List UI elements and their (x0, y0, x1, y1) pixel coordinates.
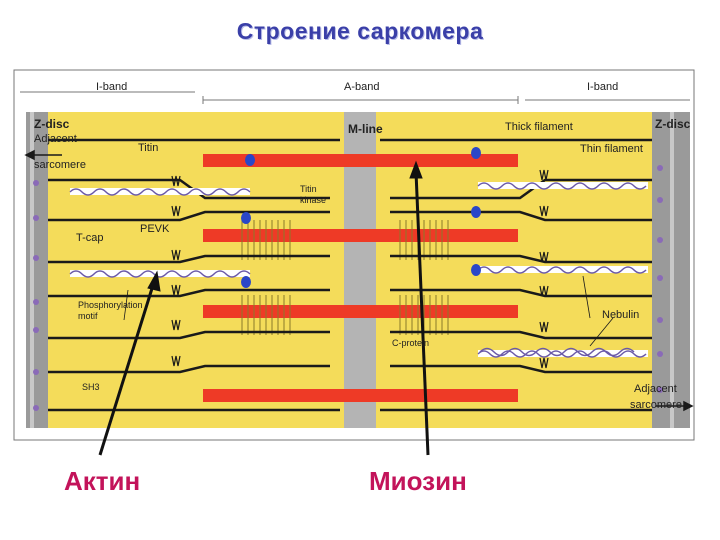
thick-filament-4 (203, 389, 518, 402)
page-title: Строение саркомера (236, 18, 484, 44)
z-disc-right-label: Z-disc (655, 117, 691, 131)
phospho-line2: motif (78, 311, 98, 321)
ig-domains (171, 169, 549, 369)
nebulin-line (479, 347, 635, 357)
m-line-label: M-line (348, 122, 383, 136)
caption-arrows (98, 160, 430, 456)
myosin-arrow (414, 171, 430, 456)
thick-filament-3 (203, 305, 518, 318)
titin-kinase-line2: kinase (300, 195, 327, 205)
i-band-left-label: I-band (96, 81, 128, 93)
pointer-lines (123, 275, 614, 347)
z-disc-attachments (33, 165, 663, 411)
thick-filament-2 (203, 229, 518, 242)
thin-filament-label: Thin filament (580, 143, 643, 155)
myosin-caption: Миозин (369, 466, 467, 496)
adjacent-left-line2: sarcomere (34, 159, 86, 171)
thick-filaments (203, 154, 518, 402)
thick-filament-label: Thick filament (505, 121, 573, 133)
c-protein-label: C-protein (392, 338, 430, 348)
a-band-label: A-band (344, 81, 380, 93)
pevk-label: PEVK (140, 223, 170, 235)
i-band-right-label: I-band (587, 81, 619, 93)
phospho-line1: Phosphorylation (78, 300, 143, 310)
myosin-heads (241, 220, 449, 335)
actin-caption: Актин (64, 466, 141, 496)
blue-dots (241, 147, 481, 288)
nebulin-label: Nebulin (602, 309, 640, 321)
thick-filament-1 (203, 154, 518, 167)
adjacent-left-line1: Adjacent (34, 133, 77, 145)
adjacent-arrows (24, 149, 694, 412)
titin-kinase-line1: Titin (300, 184, 317, 194)
adjacent-right-line1: Adjacent (634, 383, 677, 395)
sh3-label: SH3 (82, 382, 100, 392)
titin-label: Titin (138, 142, 159, 154)
actin-arrow (98, 281, 156, 456)
adjacent-right-line2: sarcomere (630, 399, 682, 411)
z-disc-left-label: Z-disc (34, 117, 70, 131)
t-cap-label: T-cap (76, 232, 104, 244)
